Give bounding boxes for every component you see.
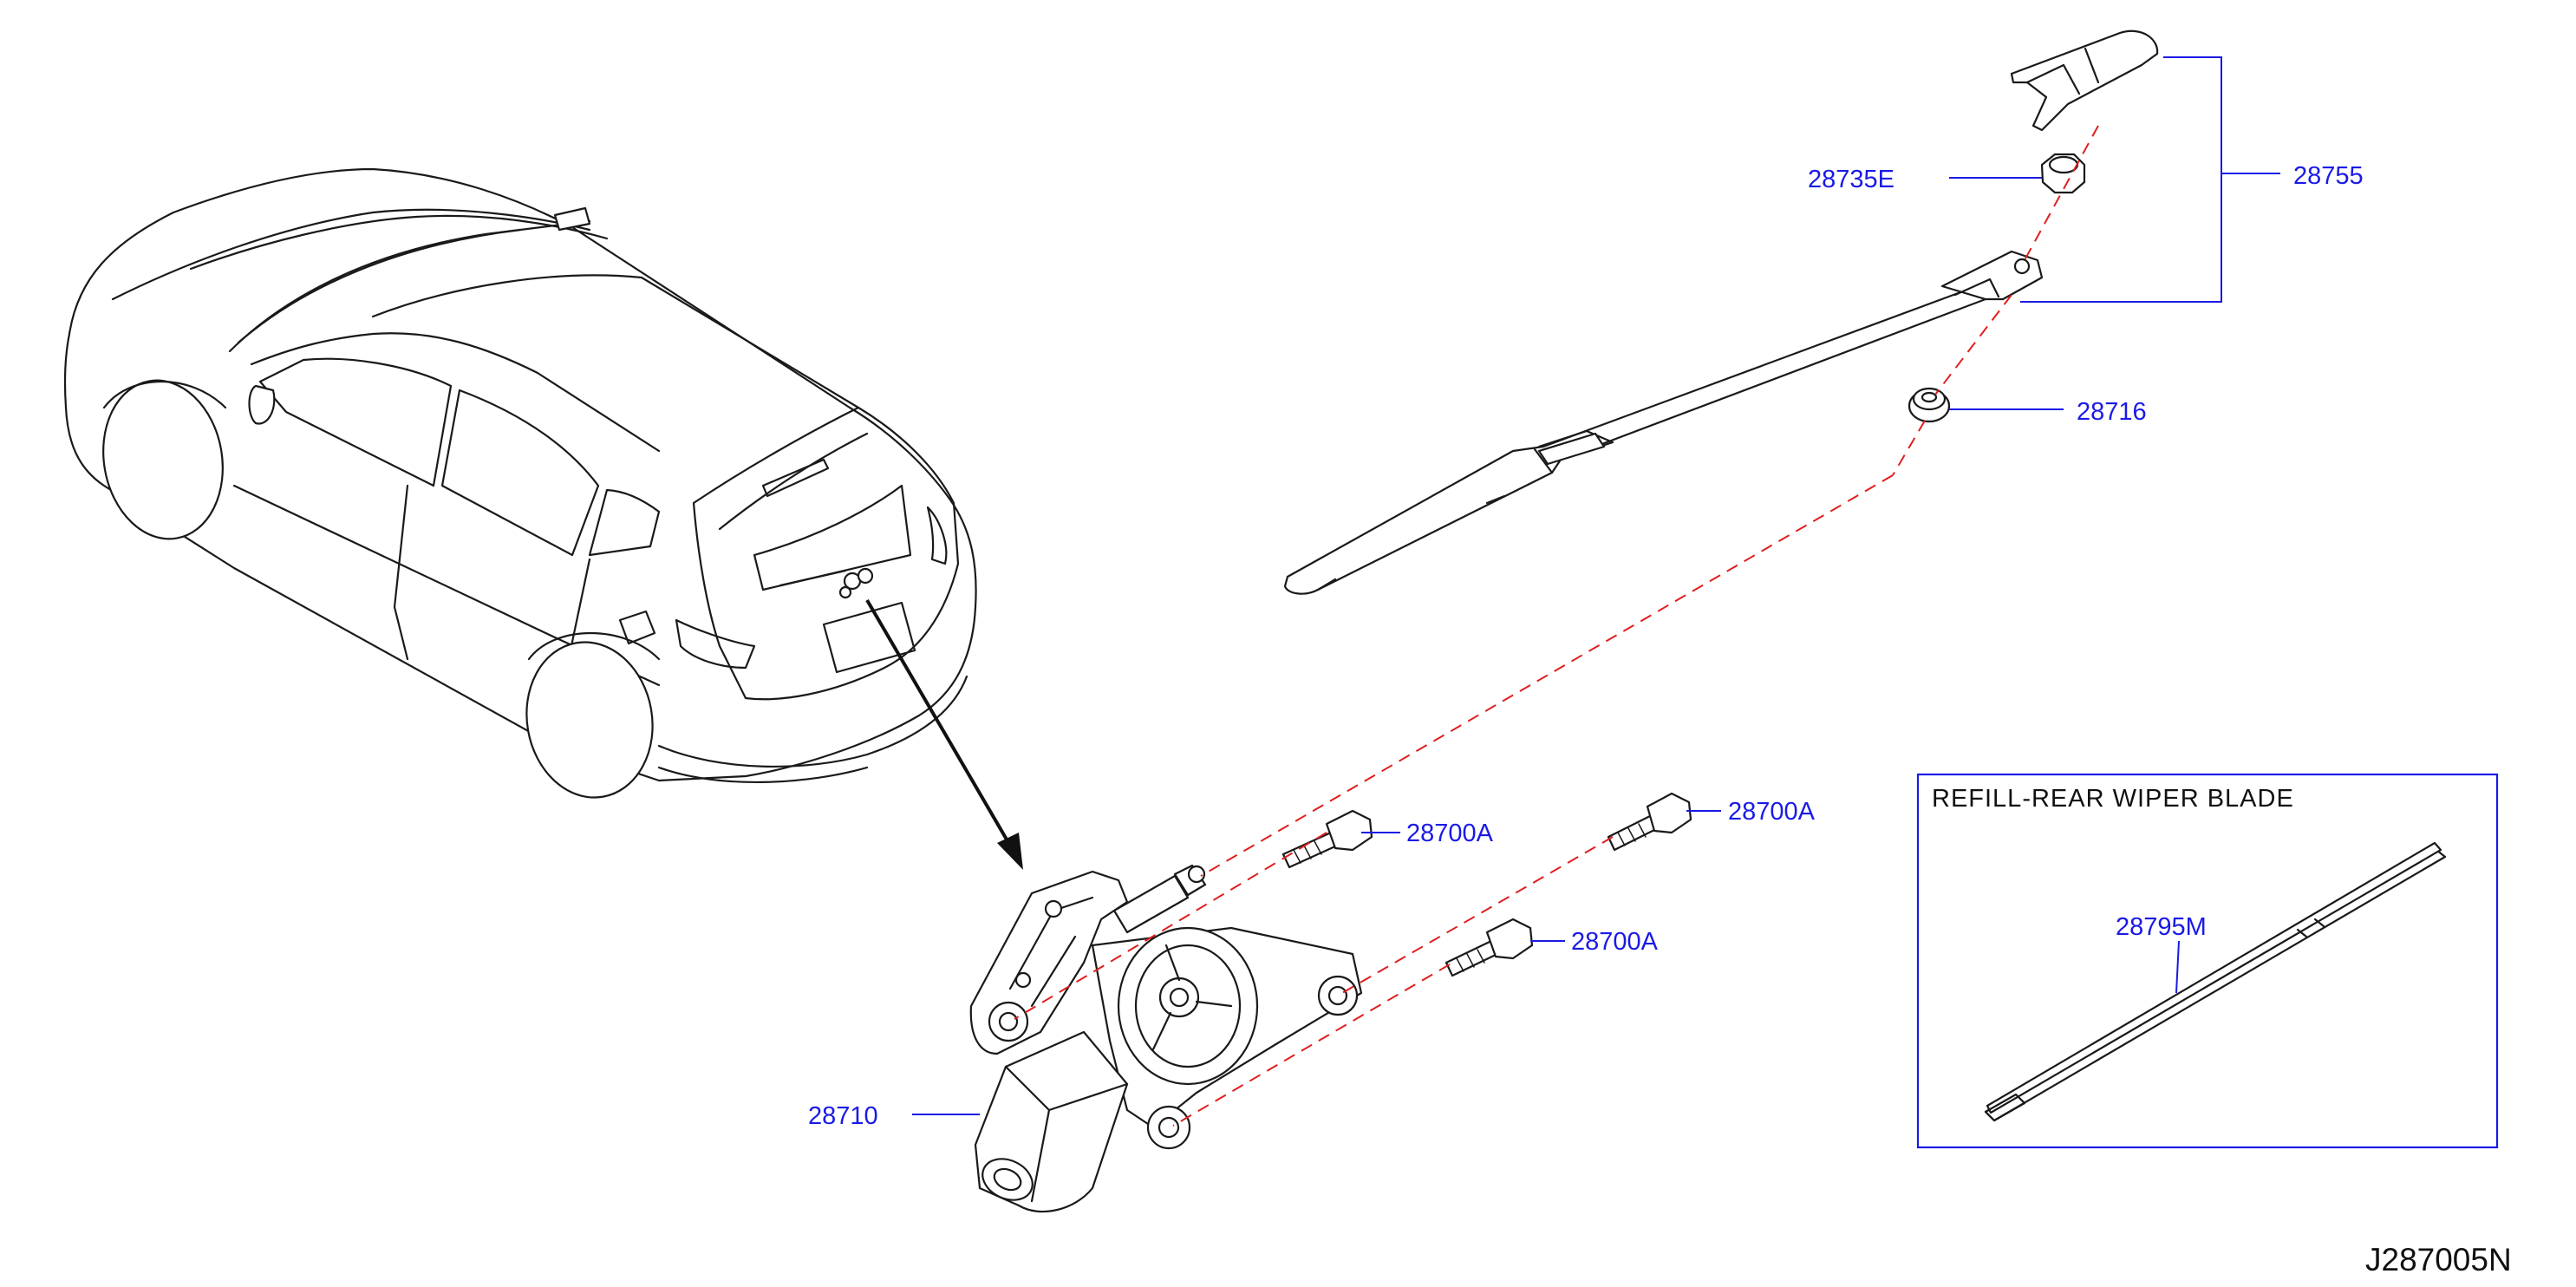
label-28700A-1: 28700A	[1406, 820, 1494, 847]
leader-lines	[912, 56, 2280, 1115]
inset-title: REFILL-REAR WIPER BLADE	[1932, 785, 2294, 813]
location-arrow	[865, 598, 1023, 870]
diagram-code: J287005N	[2365, 1242, 2512, 1277]
vehicle-wiper-location	[779, 567, 874, 599]
exploded-view-lines	[1014, 125, 2099, 1127]
bolt-illustration-3	[1445, 918, 1534, 977]
wiper-arm-illustration	[1283, 250, 2044, 595]
nut-illustration	[2040, 153, 2086, 194]
label-28700A-3: 28700A	[1571, 928, 1659, 956]
bolt-illustration-1	[1281, 809, 1373, 869]
refill-inset: REFILL-REAR WIPER BLADE	[1916, 773, 2499, 1149]
wiper-motor-illustration	[969, 864, 1363, 1213]
label-28735E: 28735E	[1808, 166, 1895, 193]
part-labels: 28735E 28755 28716 28700A 28700A 28700A …	[808, 162, 2364, 1130]
grommet-illustration	[1908, 387, 1951, 423]
label-28710: 28710	[808, 1102, 878, 1130]
label-28700A-2: 28700A	[1728, 798, 1816, 826]
vehicle-illustration	[63, 167, 977, 799]
label-28755: 28755	[2293, 162, 2364, 190]
bolt-illustration-2	[1607, 792, 1692, 852]
arm-cover-illustration	[2010, 29, 2159, 132]
label-28716: 28716	[2077, 398, 2147, 426]
label-28795M: 28795M	[2116, 913, 2207, 941]
